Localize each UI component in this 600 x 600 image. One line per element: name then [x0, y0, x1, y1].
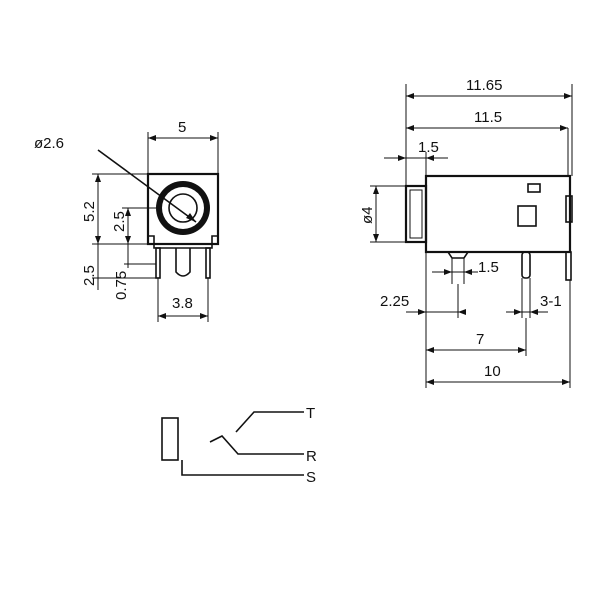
diameter-arrow [186, 213, 196, 222]
width-arrows [148, 135, 218, 141]
side-front-pin-base [447, 251, 469, 259]
pinw-arrows [444, 269, 472, 275]
schematic-tip-label: T [306, 405, 315, 422]
side-overall-length-label: 11.65 [466, 77, 502, 94]
side-middle-pin [521, 251, 531, 279]
side-pin-width-label: 1.5 [478, 259, 499, 276]
side-body-outline [424, 174, 572, 254]
front-diameter-label: ø2.6 [34, 135, 64, 152]
front-pin-spacing-label: 3.8 [172, 295, 193, 312]
side-rear-pin-label: 3-1 [540, 293, 562, 310]
side-pin-pitch-label: 7 [476, 331, 484, 348]
front-height-label: 5.2 [81, 201, 98, 222]
side-rear-tab [565, 195, 573, 223]
front-width-label: 5 [178, 119, 186, 136]
schematic-sleeve-contact [181, 460, 304, 476]
flange-arrows [398, 155, 434, 161]
side-large-window [517, 205, 537, 227]
side-body-label: 10 [484, 363, 501, 380]
front-pin-right [205, 247, 211, 279]
front-view: ø2.6 5 5.2 2.5 2.5 0.75 3.8 [34, 119, 220, 322]
front-pin-left [155, 247, 161, 279]
schematic-ring-label: R [306, 448, 317, 465]
side-body-length-label: 11.5 [474, 109, 502, 126]
height-arrows [95, 174, 101, 244]
front-pin-offset-label: 0.75 [113, 271, 130, 300]
center-arrows [125, 208, 131, 244]
side-view: 11.65 11.5 1.5 ø4 1.5 2.25 3-1 [359, 77, 573, 388]
diameter-leader [97, 149, 197, 223]
front-body-outline [146, 172, 220, 246]
side-diameter-label: ø4 [359, 206, 376, 224]
front-center-height-label: 2.5 [111, 211, 128, 232]
front-pin-center [175, 248, 191, 277]
socket-bore [168, 193, 198, 223]
side-flange [404, 184, 428, 244]
schematic-ring-contact [209, 435, 304, 455]
side-rear-pin [565, 251, 572, 281]
schematic-tip-contact [235, 411, 304, 433]
side-flange-label: 1.5 [418, 139, 439, 156]
schematic-sleeve-label: S [306, 469, 316, 486]
side-first-pin-label: 2.25 [380, 293, 409, 310]
front-base [148, 235, 218, 249]
side-flange-inner [409, 189, 423, 239]
schematic-sleeve-body [161, 417, 179, 461]
schematic: T R S [161, 405, 317, 486]
side-small-window [527, 183, 541, 193]
rear-pin-arrows [514, 309, 538, 315]
front-pin-length-label: 2.5 [81, 265, 98, 286]
